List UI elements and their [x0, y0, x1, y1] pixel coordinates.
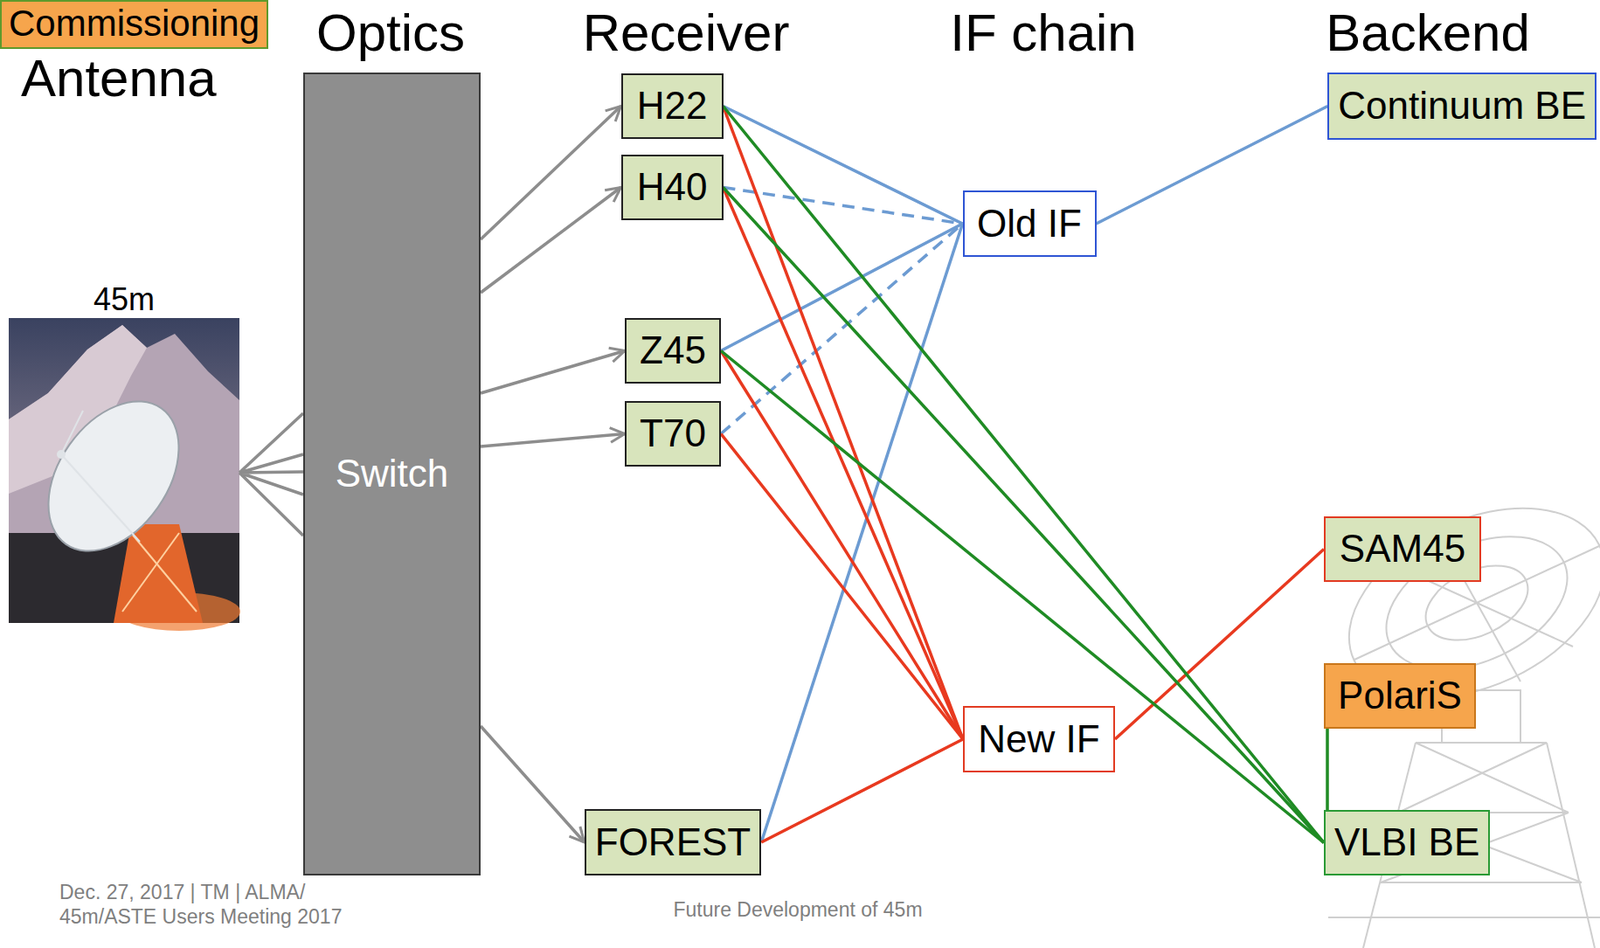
- watermark-bar: [1380, 881, 1582, 884]
- node-text: SAM45: [1339, 526, 1466, 572]
- connector: [720, 434, 963, 741]
- watermark-bar: [1415, 741, 1547, 744]
- receiver-box: T70: [624, 401, 721, 467]
- receiver-box: H40: [621, 154, 724, 221]
- footer-title: Future Development of 45m: [672, 898, 922, 923]
- connector: [723, 106, 1325, 844]
- column-heading: Backend: [1325, 1, 1531, 65]
- receiver-box: Z45: [624, 318, 721, 384]
- backend-box: PolariS: [1323, 663, 1476, 729]
- watermark-brace: [1398, 742, 1547, 813]
- watermark-base: [1328, 916, 1600, 919]
- legend-swatch: Commissioning: [0, 0, 269, 49]
- photo-mountain: [8, 325, 240, 624]
- watermark-brace: [1415, 742, 1569, 813]
- column-heading: Antenna: [20, 47, 217, 111]
- photo-truss: [122, 533, 180, 612]
- node-text: H40: [637, 165, 708, 210]
- connector: [480, 187, 622, 294]
- connector: [1096, 106, 1329, 225]
- column-heading: Receiver: [582, 1, 790, 65]
- backend-box: Continuum BE: [1327, 72, 1597, 140]
- connector: [1115, 549, 1324, 741]
- node-text: Old IF: [976, 201, 1082, 247]
- node-text: Z45: [639, 328, 707, 374]
- legend-text: Commissioning: [8, 2, 260, 44]
- watermark-dish: [1318, 470, 1600, 735]
- photo-feed-leg: [61, 454, 140, 542]
- photo-sky: [8, 318, 240, 624]
- node-text: T70: [639, 411, 707, 457]
- receiver-box: FOREST: [584, 809, 762, 876]
- node-text: Switch: [335, 451, 450, 497]
- backend-box: SAM45: [1323, 516, 1482, 582]
- photo-subreflector: [56, 450, 66, 459]
- connector: [480, 106, 622, 241]
- if-box: Old IF: [962, 190, 1097, 257]
- connector: [723, 187, 1325, 844]
- switch-box: Switch: [303, 72, 481, 876]
- node-text: 45m: [93, 281, 155, 318]
- connector: [723, 106, 963, 225]
- column-heading: IF chain: [949, 1, 1136, 65]
- footer-note: Dec. 27, 2017 | TM | ALMA/ 45m/ASTE User…: [59, 880, 361, 929]
- connector: [723, 187, 963, 225]
- node-text: PolariS: [1337, 673, 1462, 719]
- connector: [239, 413, 304, 536]
- column-heading: Optics: [316, 1, 465, 65]
- node-text: New IF: [977, 717, 1100, 762]
- connector: [761, 739, 963, 843]
- connector: [480, 434, 625, 448]
- connector: [720, 351, 1324, 844]
- if-box: New IF: [962, 706, 1116, 773]
- connector: [723, 187, 964, 741]
- node-text: FOREST: [595, 820, 751, 866]
- photo-feed-leg: [61, 410, 84, 455]
- node-text: Continuum BE: [1337, 83, 1587, 129]
- connector: [1325, 728, 1330, 811]
- antenna-photo: 45m: [8, 281, 240, 624]
- connector: [480, 726, 585, 843]
- connector: [761, 223, 963, 843]
- receiver-box: H22: [621, 73, 724, 139]
- connector: [723, 106, 964, 741]
- photo-truss: [131, 533, 197, 612]
- backend-box: VLBI BE: [1323, 810, 1490, 876]
- connector: [720, 223, 963, 435]
- photo-dish: [21, 377, 207, 576]
- node-text: VLBI BE: [1334, 820, 1480, 866]
- connector: [480, 351, 625, 395]
- node-text: H22: [637, 83, 708, 129]
